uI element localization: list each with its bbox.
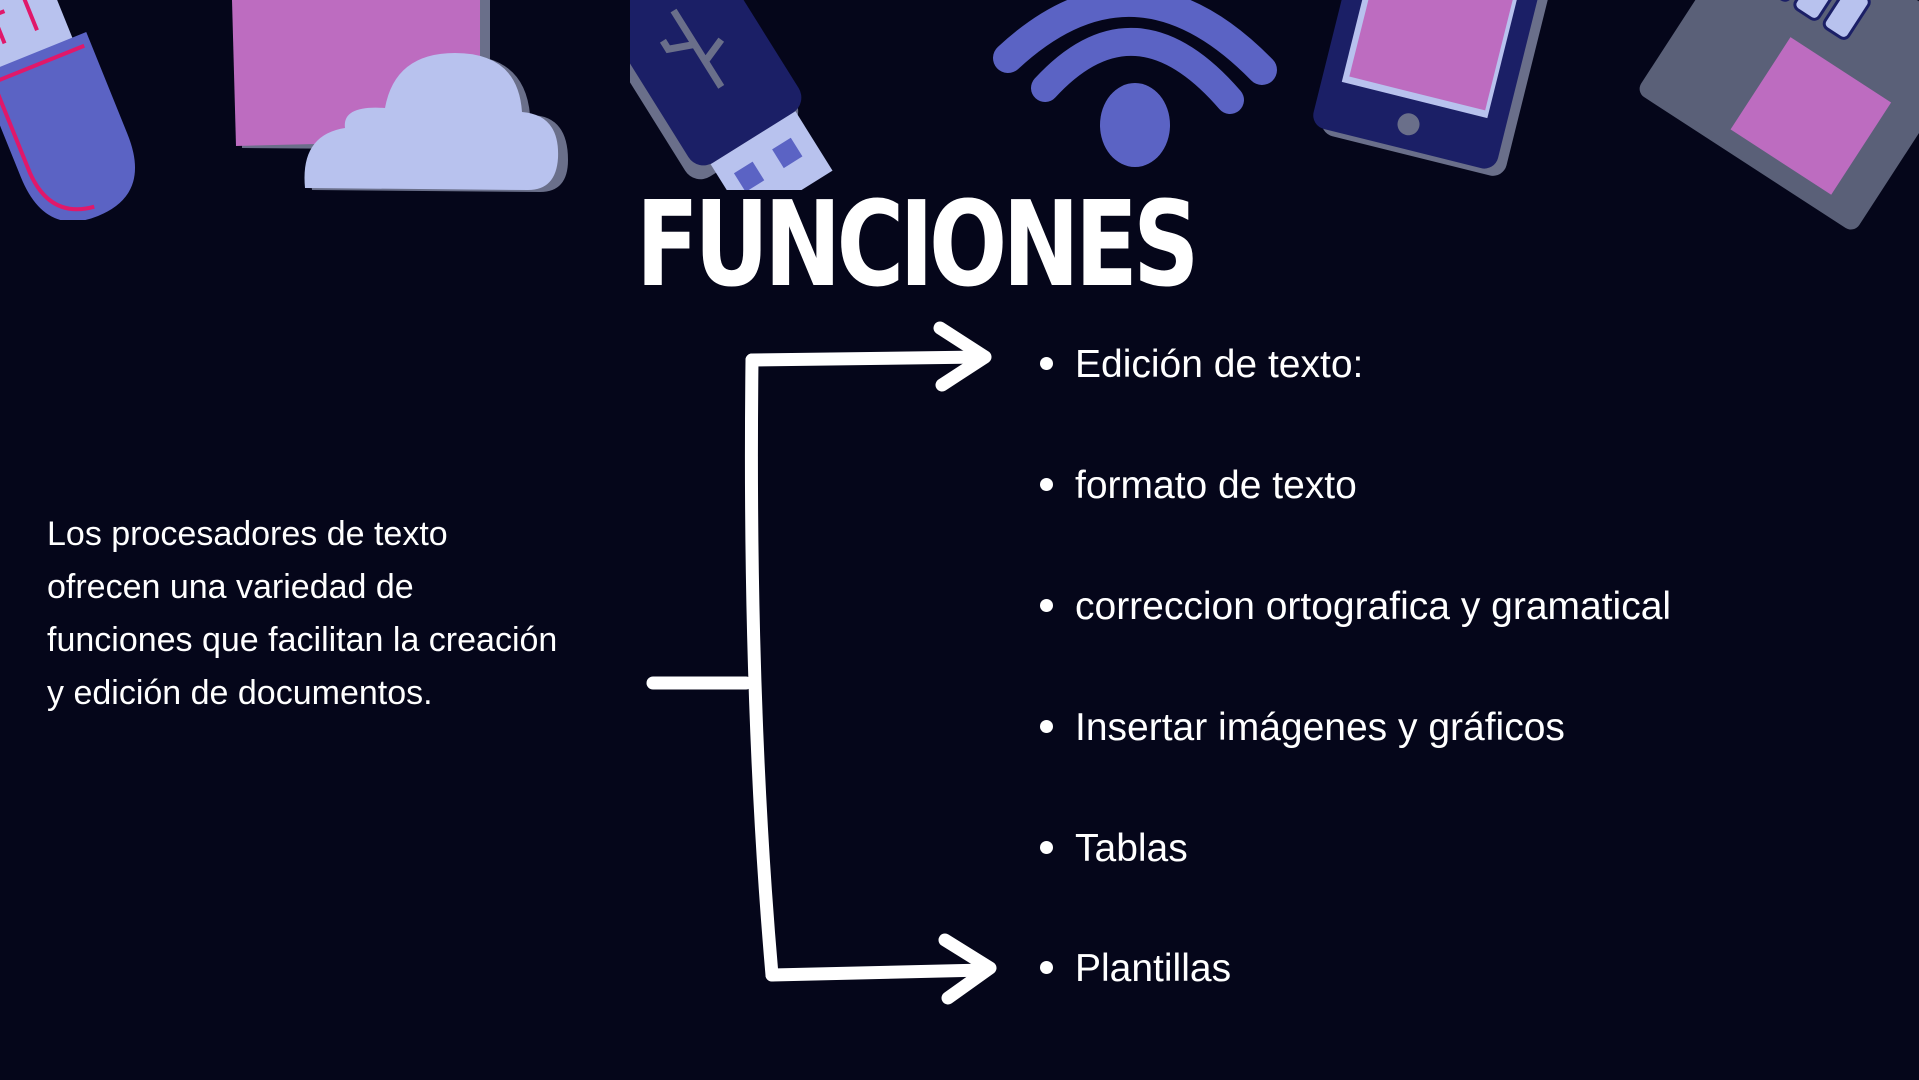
bullet-icon: [1040, 720, 1053, 734]
list-item: Insertar imágenes y gráficos: [1040, 703, 1565, 753]
intro-text: Los procesadores de texto ofrecen una va…: [47, 515, 558, 712]
list-item: Tablas: [1040, 824, 1188, 874]
tablet-icon: [1313, 0, 1556, 176]
list-item: Edición de texto:: [1040, 340, 1363, 390]
list-item: formato de texto: [1040, 461, 1357, 511]
list-item: Plantillas: [1040, 944, 1231, 994]
bullet-icon: [1040, 599, 1053, 613]
list-item: correccion ortografica y gramatical: [1040, 582, 1671, 632]
cloud-icon: [304, 53, 568, 192]
bullet-icon: [1040, 357, 1053, 371]
sd-card-icon: [1639, 0, 1919, 230]
bullet-icon: [1040, 961, 1053, 975]
bullet-icon: [1040, 841, 1053, 855]
usb-flash-drive-icon: [630, 0, 833, 190]
wifi-icon: [993, 0, 1277, 167]
usb-plug-icon: [0, 0, 135, 220]
bullet-icon: [1040, 478, 1053, 492]
